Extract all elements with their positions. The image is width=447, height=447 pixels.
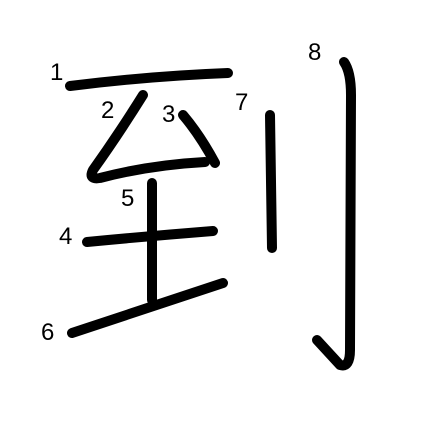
stroke-number-4: 4 [59,223,72,250]
stroke-8 [312,57,356,371]
stroke-3 [178,110,220,168]
stroke-number-7: 7 [235,89,248,116]
stroke-number-6: 6 [41,319,54,346]
stroke-number-8: 8 [308,39,321,66]
stroke-number-2: 2 [101,97,114,124]
stroke-2 [86,90,210,184]
stroke-1 [65,68,233,91]
stroke-number-1: 1 [50,59,63,86]
stroke-6 [67,278,228,338]
stroke-number-5: 5 [121,185,134,212]
stroke-7 [265,110,277,253]
stroke-number-3: 3 [162,101,175,128]
